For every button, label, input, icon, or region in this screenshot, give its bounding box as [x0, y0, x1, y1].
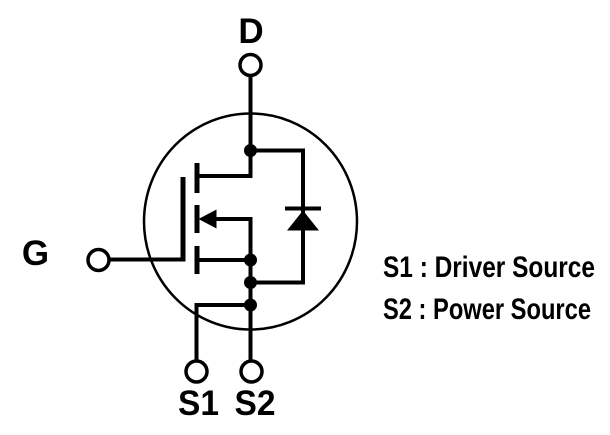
junction-dot — [244, 298, 257, 312]
driver-source-pin-circle — [184, 359, 209, 384]
mosfet-drain-wire — [196, 151, 253, 178]
body-diode-branch-wire — [250, 148, 305, 285]
gate-pin-circle — [86, 247, 111, 273]
body-diode-icon — [285, 206, 321, 231]
drain-pin-circle — [238, 52, 263, 78]
body-arrow-icon — [198, 209, 217, 229]
diode-anode-triangle — [287, 210, 319, 231]
power-source-terminal-label: S2 — [235, 384, 276, 423]
junction-dots — [244, 144, 257, 312]
terminal-pins — [86, 52, 264, 384]
mosfet-symbol — [180, 163, 217, 274]
legend-power-source-line: S2 : Power Source — [383, 293, 591, 326]
driver-source-branch-wire — [194, 303, 251, 362]
mosfet-body-wire — [215, 217, 253, 259]
legend-driver-source-line: S1 : Driver Source — [383, 251, 595, 284]
junction-dot — [244, 144, 257, 157]
driver-source-terminal-label: S1 — [178, 384, 219, 423]
drain-terminal-label: D — [238, 12, 263, 51]
junction-dot — [244, 253, 257, 267]
legend: S1 : Driver Source S2 : Power Source — [383, 251, 595, 326]
power-source-pin-circle — [239, 359, 264, 384]
junction-dot — [244, 276, 257, 289]
gate-terminal-label: G — [22, 234, 49, 273]
wires — [109, 76, 305, 362]
